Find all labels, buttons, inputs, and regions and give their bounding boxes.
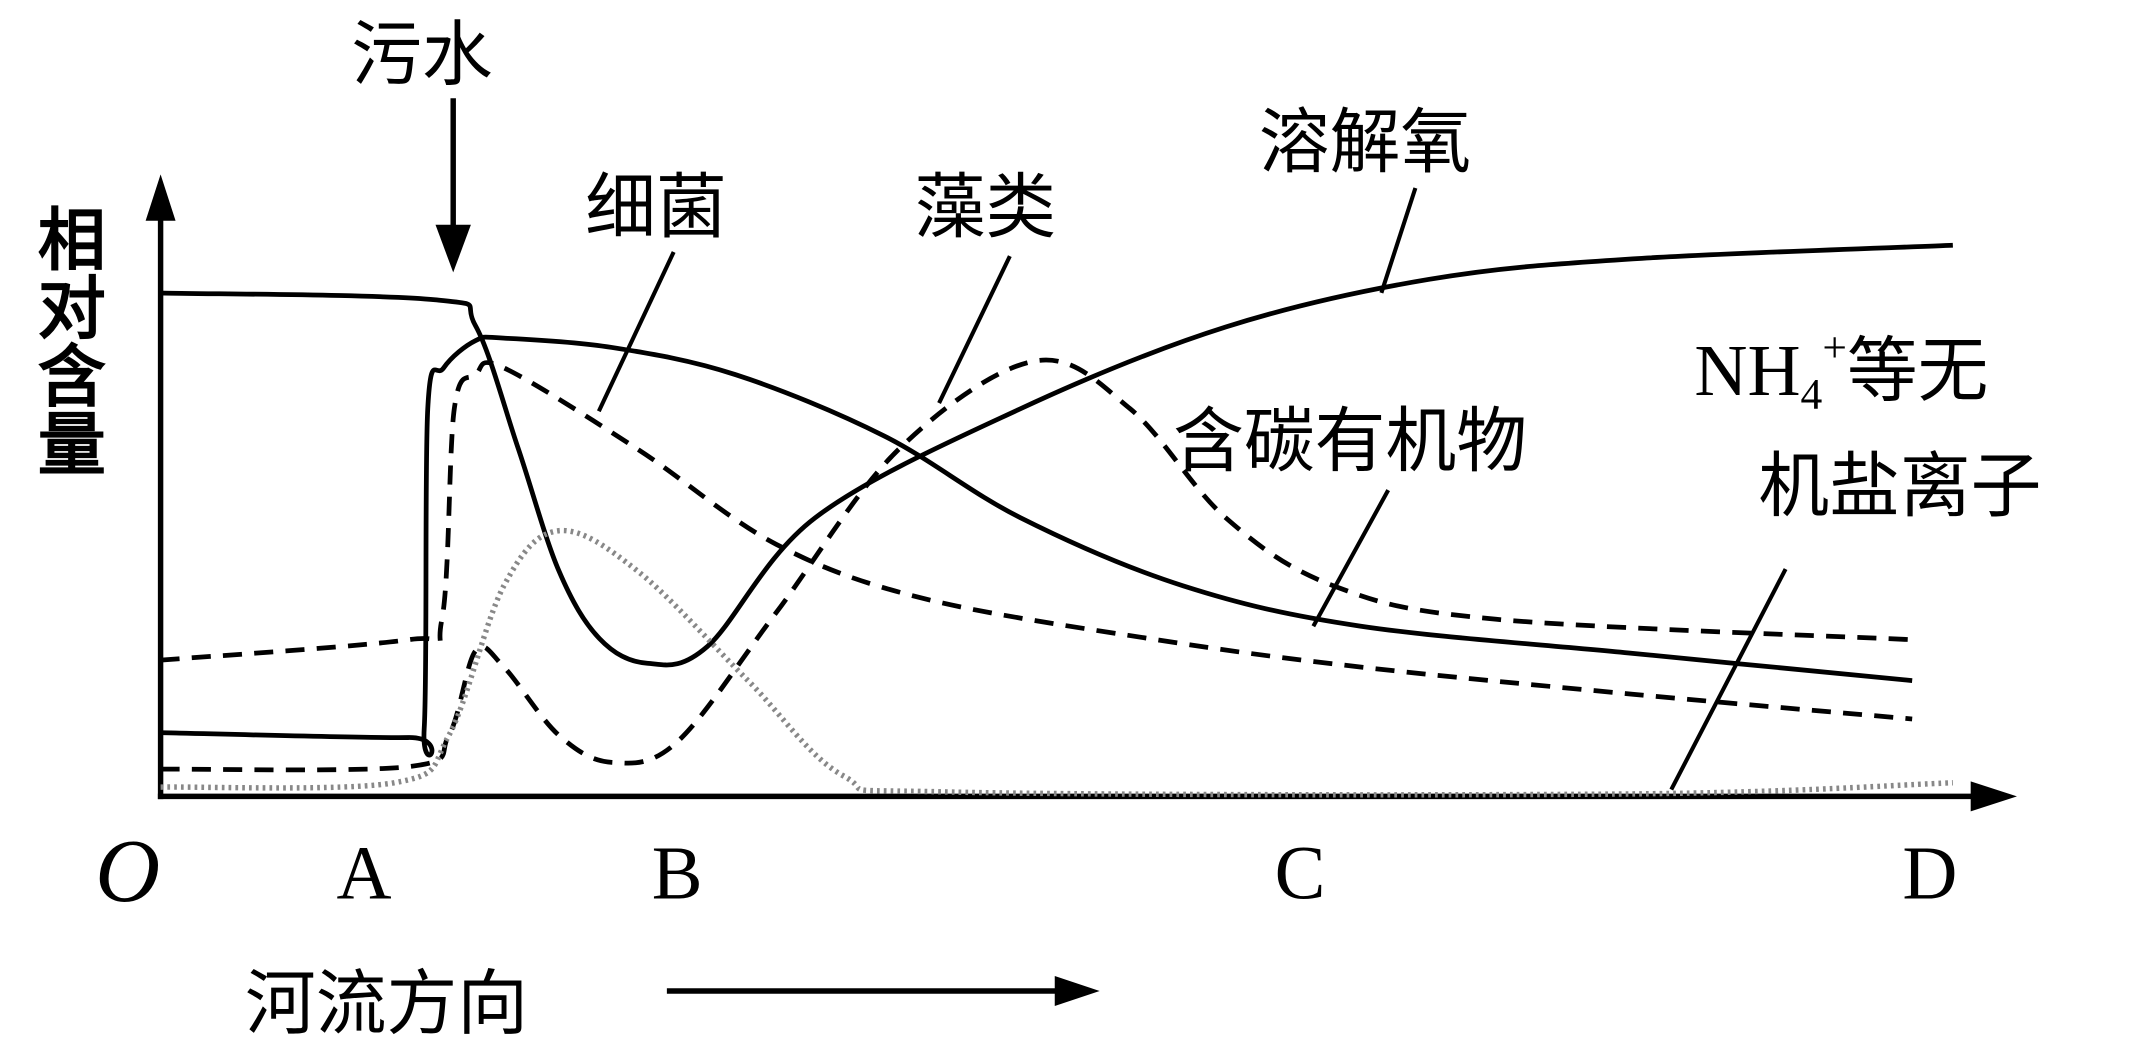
carbon-organic-curve (160, 334, 1913, 758)
x-tick-a: A (337, 831, 392, 915)
bacteria-leader (596, 251, 676, 413)
x-axis-label: 河流方向 (245, 962, 528, 1045)
y-axis-arrow (145, 174, 176, 221)
oxygen-leader (1379, 187, 1418, 294)
dissolved-oxygen-curve (160, 242, 1953, 668)
nh4-leader (1669, 568, 1788, 791)
x-axis-arrow (1970, 781, 2017, 812)
algae-leader (937, 255, 1012, 404)
nh4-rest: 等无 (1847, 329, 1989, 412)
nh4-label-line2: 机盐离子 (1758, 445, 2041, 528)
sewage-label: 污水 (351, 13, 493, 96)
algae-curve (160, 357, 1913, 773)
y-axis-label: 相对含量 (25, 204, 105, 476)
algae-label: 藻类 (915, 166, 1057, 249)
carbon-leader (1311, 489, 1390, 628)
bacteria-curve (160, 360, 1913, 722)
x-tick-c: C (1275, 831, 1326, 915)
x-tick-d: D (1902, 831, 1957, 915)
origin-label: O (95, 822, 160, 921)
oxygen-label: 溶解氧 (1259, 100, 1471, 183)
carbon-label: 含碳有机物 (1173, 400, 1527, 483)
bacteria-label: 细菌 (585, 166, 727, 249)
x-tick-b: B (652, 831, 703, 915)
nh4-sub: 4 (1801, 371, 1823, 419)
nh4-sup: + (1822, 324, 1847, 372)
sewage-arrow-head (435, 224, 471, 273)
nh4-main: NH (1694, 330, 1800, 411)
flow-direction-arrow (1054, 976, 1100, 1006)
nh4-label-line1: NH4+等无 (1694, 324, 1988, 418)
